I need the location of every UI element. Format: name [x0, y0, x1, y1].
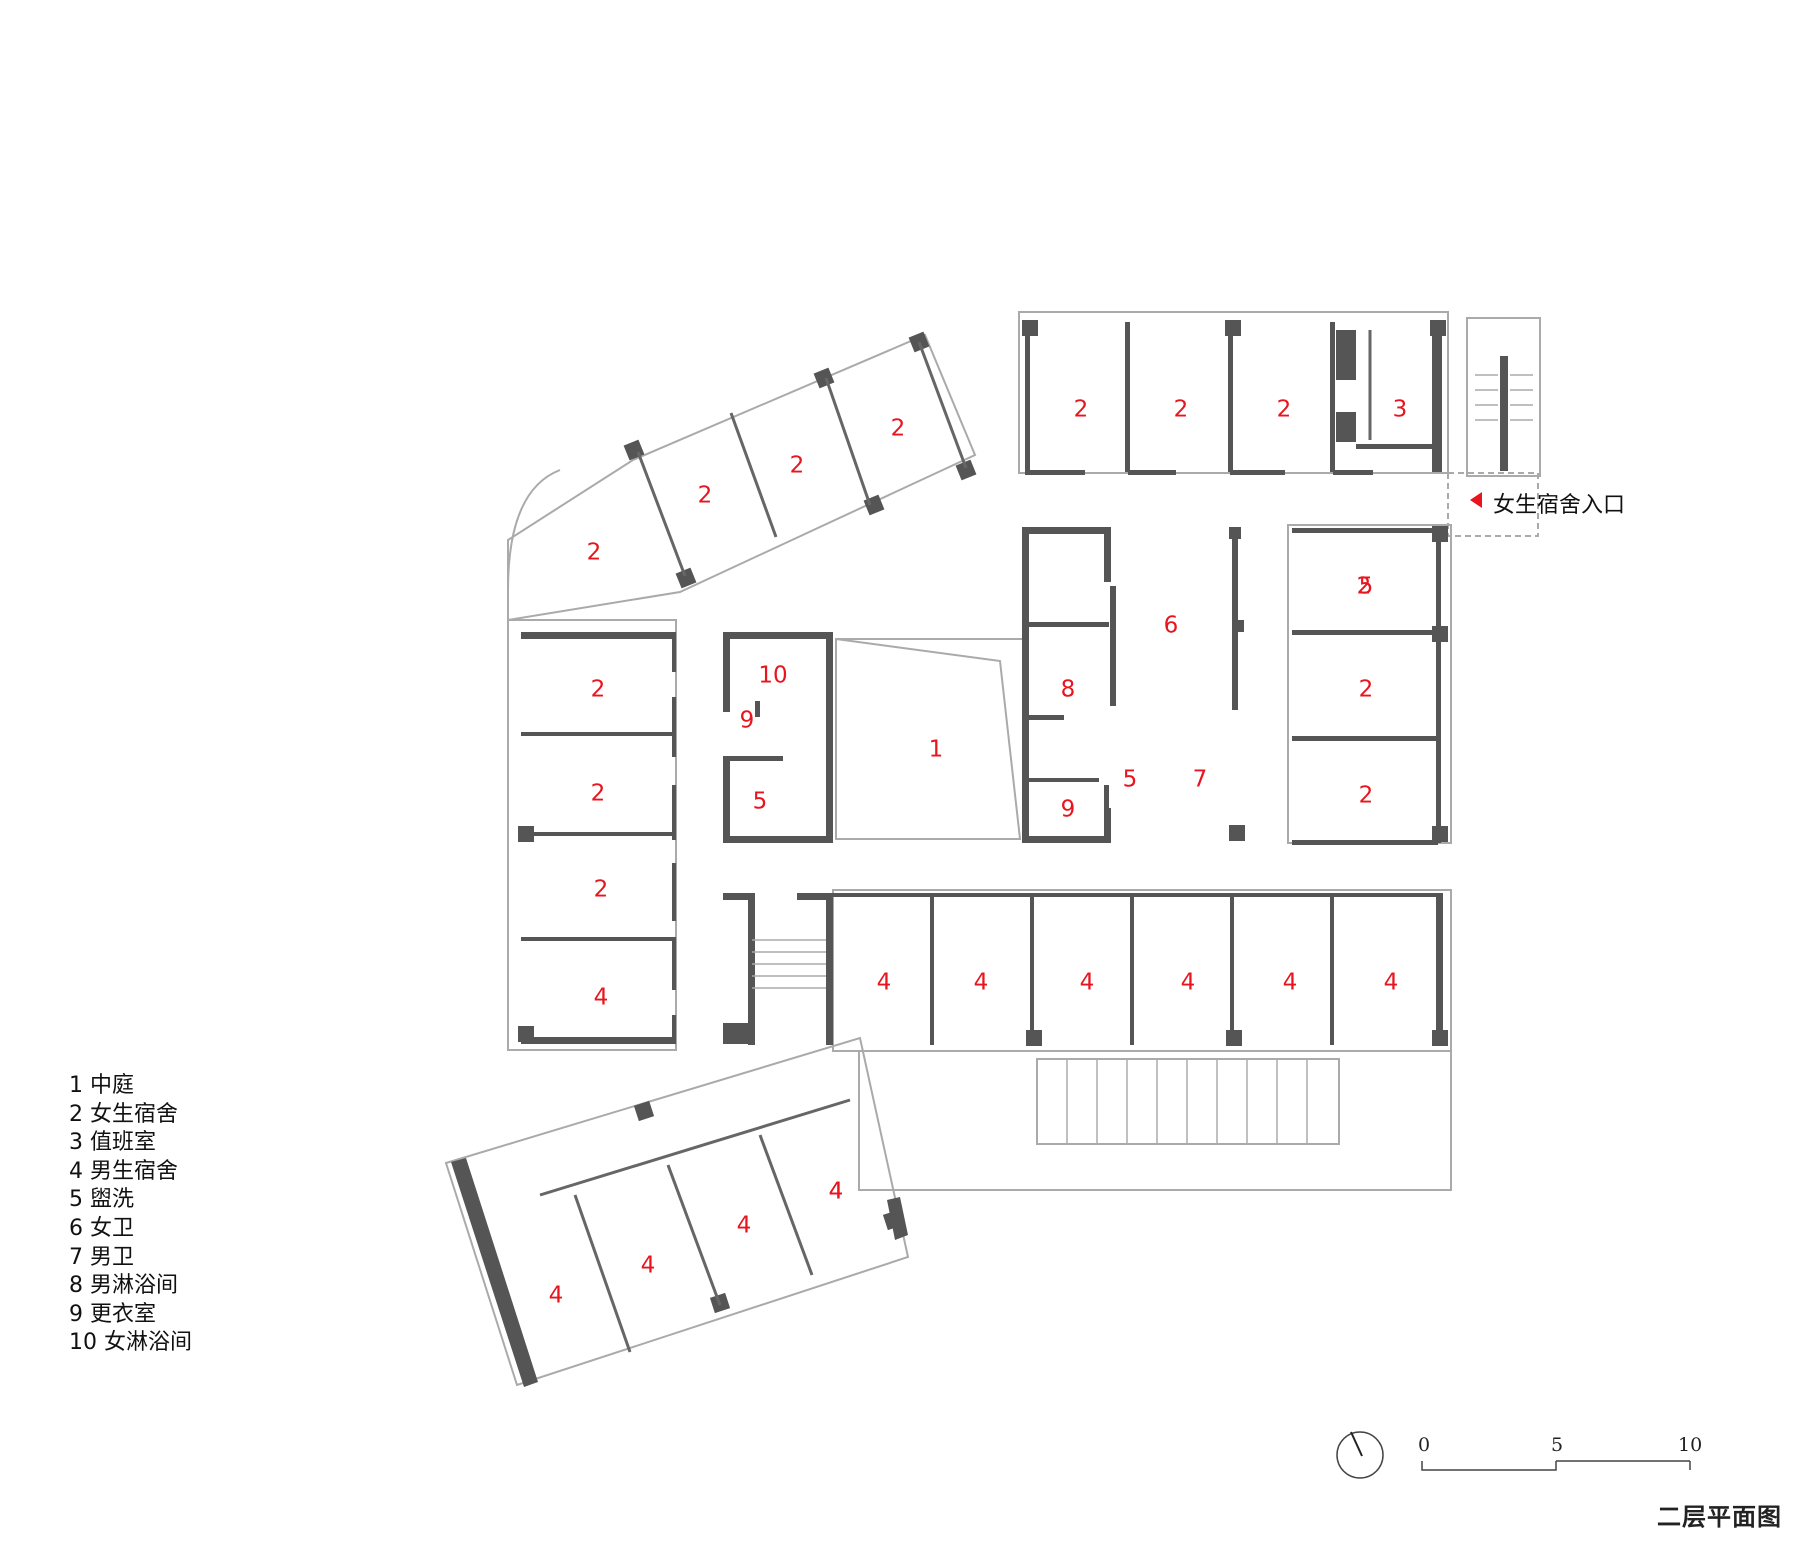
- room-number: 2: [591, 677, 606, 703]
- room-number: 4: [1181, 970, 1196, 996]
- room-number: 2: [594, 877, 609, 903]
- scale-tick-10: 10: [1678, 1434, 1703, 1456]
- room-number: 2: [698, 483, 713, 509]
- legend-item: 8 男淋浴间: [69, 1273, 178, 1299]
- legend-item: 10 女淋浴间: [69, 1330, 192, 1356]
- room-number: 7: [1193, 767, 1208, 793]
- entrance-arrow-icon: [1470, 492, 1482, 508]
- room-number: 4: [641, 1253, 656, 1279]
- south-platform-lines: [1066, 1059, 1308, 1144]
- room-number: 9: [740, 708, 755, 734]
- room-number: 2: [1357, 574, 1372, 600]
- legend-item: 3 值班室: [69, 1130, 156, 1156]
- room-number: 6: [1164, 613, 1179, 639]
- room-number: 4: [829, 1179, 844, 1205]
- room-number: 4: [1283, 970, 1298, 996]
- legend-item: 1 中庭: [69, 1073, 134, 1098]
- legend-item: 5 盥洗: [69, 1187, 134, 1213]
- room-number: 3: [1393, 397, 1408, 423]
- drawing-title: 二层平面图: [1657, 1503, 1782, 1531]
- room-number: 9: [1061, 797, 1076, 823]
- walls: [451, 320, 1508, 1387]
- scale-bar: [1421, 1460, 1691, 1471]
- room-number: 2: [1174, 397, 1189, 423]
- scale-tick-0: 0: [1418, 1434, 1431, 1456]
- stair-icon: [752, 374, 1533, 989]
- room-number: 4: [737, 1213, 752, 1239]
- room-number: 4: [829, 1179, 844, 1205]
- room-number: 5: [1123, 767, 1138, 793]
- room-number: 4: [877, 970, 892, 996]
- thin-partitions: [539, 330, 1372, 1353]
- north-arrow-icon: [1336, 1431, 1384, 1479]
- scale-tick-5: 5: [1551, 1434, 1564, 1456]
- room-number: 1: [929, 737, 944, 763]
- room-number: 4: [549, 1283, 564, 1309]
- legend-item: 2 女生宿舍: [69, 1101, 178, 1127]
- room-number: 4: [1080, 970, 1095, 996]
- room-number: 5: [1359, 574, 1374, 600]
- room-number: 10: [758, 663, 787, 689]
- room-number: 4: [974, 970, 989, 996]
- room-number: 2: [891, 416, 906, 442]
- room-number: 2: [591, 781, 606, 807]
- legend-item: 4 男生宿舍: [69, 1158, 178, 1184]
- entrance-label: 女生宿舍入口: [1493, 493, 1626, 518]
- legend-item: 6 女卫: [69, 1215, 134, 1241]
- room-number: 4: [594, 985, 609, 1011]
- room-number: 2: [1359, 677, 1374, 703]
- room-number: 2: [587, 540, 602, 566]
- legend-item: 7 男卫: [69, 1244, 134, 1270]
- room-number: 8: [1061, 677, 1076, 703]
- room-number: 2: [1074, 397, 1089, 423]
- room-number: 2: [1359, 783, 1374, 809]
- room-number: 4: [1384, 970, 1399, 996]
- room-number: 5: [753, 789, 768, 815]
- room-number: 2: [1277, 397, 1292, 423]
- room-number: 2: [790, 453, 805, 479]
- legend-item: 9 更衣室: [69, 1301, 156, 1327]
- thin-outlines: [444, 311, 1541, 1387]
